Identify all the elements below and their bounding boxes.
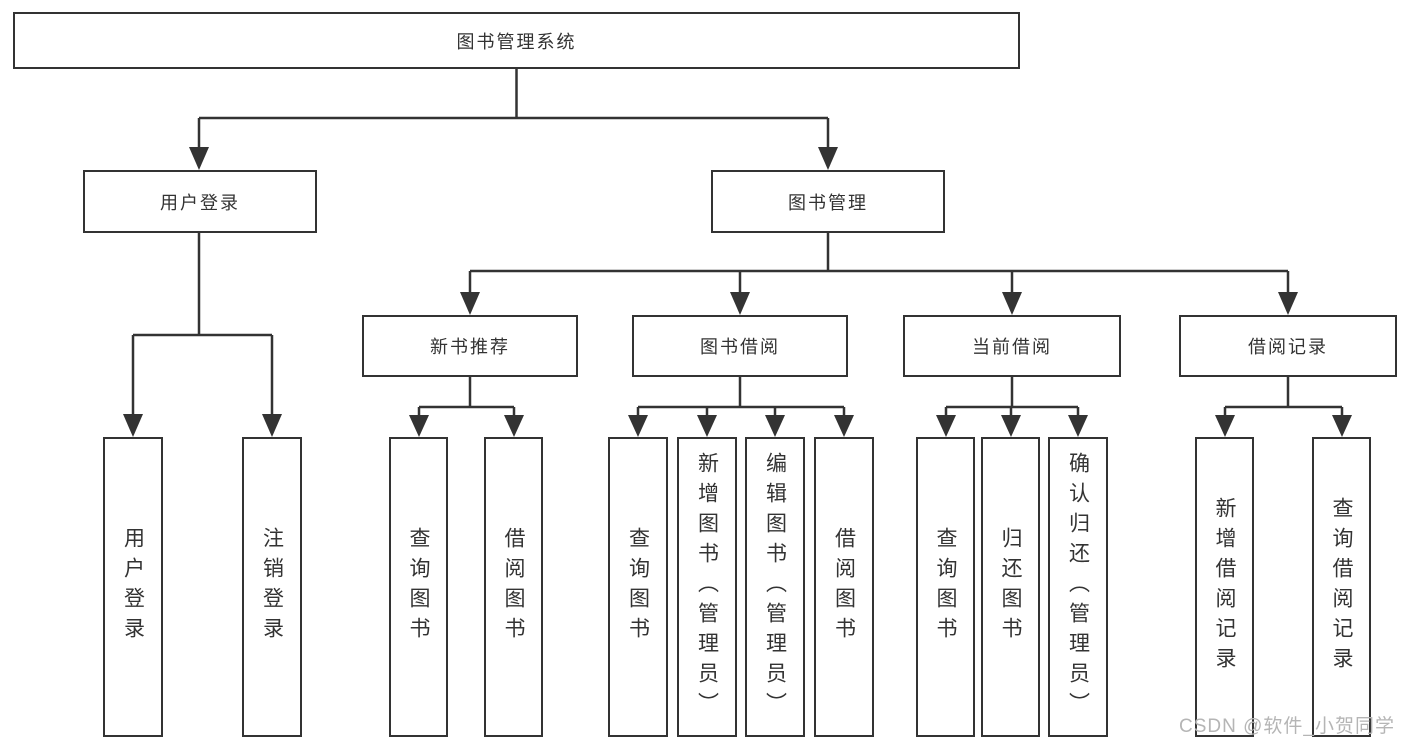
leaf-label: 借阅图书 [832, 527, 856, 647]
leaf-query-books-current: 查询图书 [916, 437, 975, 737]
leaf-label: 新增借阅记录 [1213, 497, 1236, 677]
node-library-management-system: 图书管理系统 [13, 12, 1020, 69]
leaf-label: 注销登录 [260, 527, 284, 647]
leaf-label: 用户登录 [121, 527, 145, 647]
node-label: 图书借阅 [700, 337, 780, 357]
leaf-label: 借阅图书 [502, 527, 525, 647]
leaf-label: 新增图书（管理员） [695, 452, 719, 722]
leaf-label: 编辑图书（管理员） [763, 452, 787, 722]
node-label: 用户登录 [160, 192, 240, 213]
leaf-label: 查询借阅记录 [1330, 497, 1353, 677]
node-borrowing-records: 借阅记录 [1179, 315, 1397, 377]
node-user-login: 用户登录 [83, 170, 317, 233]
node-label: 新书推荐 [430, 337, 510, 357]
node-book-borrowing: 图书借阅 [632, 315, 848, 377]
leaf-logout-login: 注销登录 [242, 437, 302, 737]
leaf-label: 确认归还（管理员） [1066, 452, 1090, 722]
leaf-add-books-admin: 新增图书（管理员） [677, 437, 737, 737]
csdn-watermark: CSDN @软件_小贺同学 [1179, 716, 1395, 737]
leaf-edit-books-admin: 编辑图书（管理员） [745, 437, 805, 737]
node-label: 图书管理系统 [456, 31, 577, 52]
leaf-add-borrow-record: 新增借阅记录 [1195, 437, 1254, 737]
leaf-query-books-borrowing: 查询图书 [608, 437, 668, 737]
leaf-label: 查询图书 [626, 527, 650, 647]
leaf-query-books-recommend: 查询图书 [389, 437, 448, 737]
node-label: 图书管理 [788, 192, 868, 213]
node-label: 借阅记录 [1248, 337, 1328, 357]
leaf-label: 查询图书 [934, 527, 957, 647]
leaf-query-borrow-record: 查询借阅记录 [1312, 437, 1371, 737]
node-book-management: 图书管理 [711, 170, 945, 233]
leaf-label: 归还图书 [999, 527, 1022, 647]
leaf-label: 查询图书 [407, 527, 430, 647]
leaf-borrow-books-recommend: 借阅图书 [484, 437, 543, 737]
leaf-confirm-return-admin: 确认归还（管理员） [1048, 437, 1108, 737]
node-current-borrowing: 当前借阅 [903, 315, 1121, 377]
leaf-borrow-books-borrowing: 借阅图书 [814, 437, 874, 737]
node-new-book-recommend: 新书推荐 [362, 315, 578, 377]
node-label: 当前借阅 [972, 337, 1052, 357]
leaf-return-books: 归还图书 [981, 437, 1040, 737]
leaf-user-login: 用户登录 [103, 437, 163, 737]
